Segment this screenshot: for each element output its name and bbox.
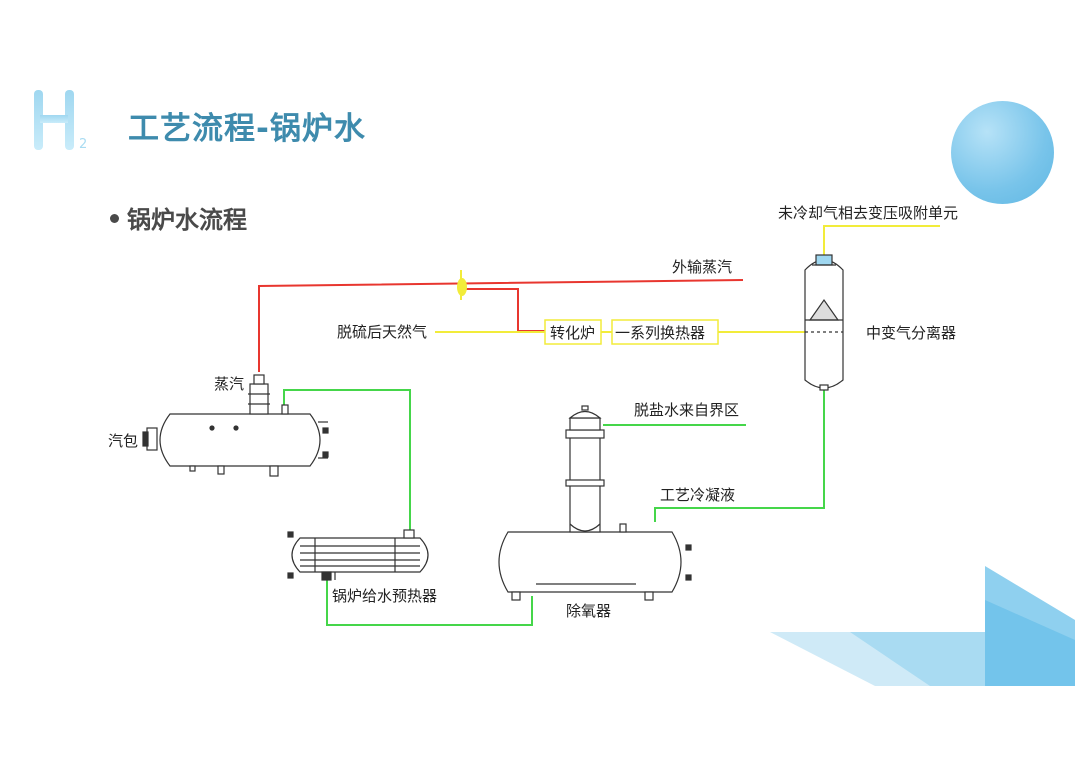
label-desulfurized-gas: 脱硫后天然气: [337, 323, 427, 341]
heat-exchangers-box: [611, 319, 719, 345]
bfw-preheater: [287, 529, 429, 581]
label-uncooled-gas: 未冷却气相去变压吸附单元: [778, 204, 958, 222]
shift-separator: [804, 254, 844, 391]
page-title: 工艺流程-锅炉水: [128, 111, 366, 147]
label-export-steam: 外输蒸汽: [672, 258, 732, 276]
label-heat-exchangers: 一系列换热器: [615, 324, 705, 342]
steam-junction-marker: [457, 278, 467, 296]
decorative-corner-shapes: [770, 566, 1075, 686]
logo-subscript: 2: [79, 137, 87, 152]
label-process-condensate: 工艺冷凝液: [660, 486, 735, 504]
label-deaerator: 除氧器: [566, 602, 611, 620]
decorative-circle: [951, 101, 1054, 204]
label-demin-water: 脱盐水来自界区: [634, 401, 739, 419]
bullet-icon: [110, 213, 119, 223]
reformer-box: [544, 319, 602, 345]
section-heading-text: 锅炉水流程: [127, 206, 247, 234]
label-reformer: 转化炉: [550, 324, 595, 342]
deaerator: [498, 405, 692, 601]
label-shift-separator: 中变气分离器: [866, 324, 956, 342]
gas-lines: [435, 225, 940, 333]
label-steam: 蒸汽: [214, 375, 244, 393]
section-heading: 锅炉水流程: [110, 200, 247, 235]
steam-drum: [142, 374, 329, 477]
label-bfw-preheater: 锅炉给水预热器: [332, 587, 437, 605]
water-lines: [283, 389, 825, 626]
h2-logo: 2: [34, 90, 87, 152]
label-steam-drum: 汽包: [108, 432, 138, 450]
